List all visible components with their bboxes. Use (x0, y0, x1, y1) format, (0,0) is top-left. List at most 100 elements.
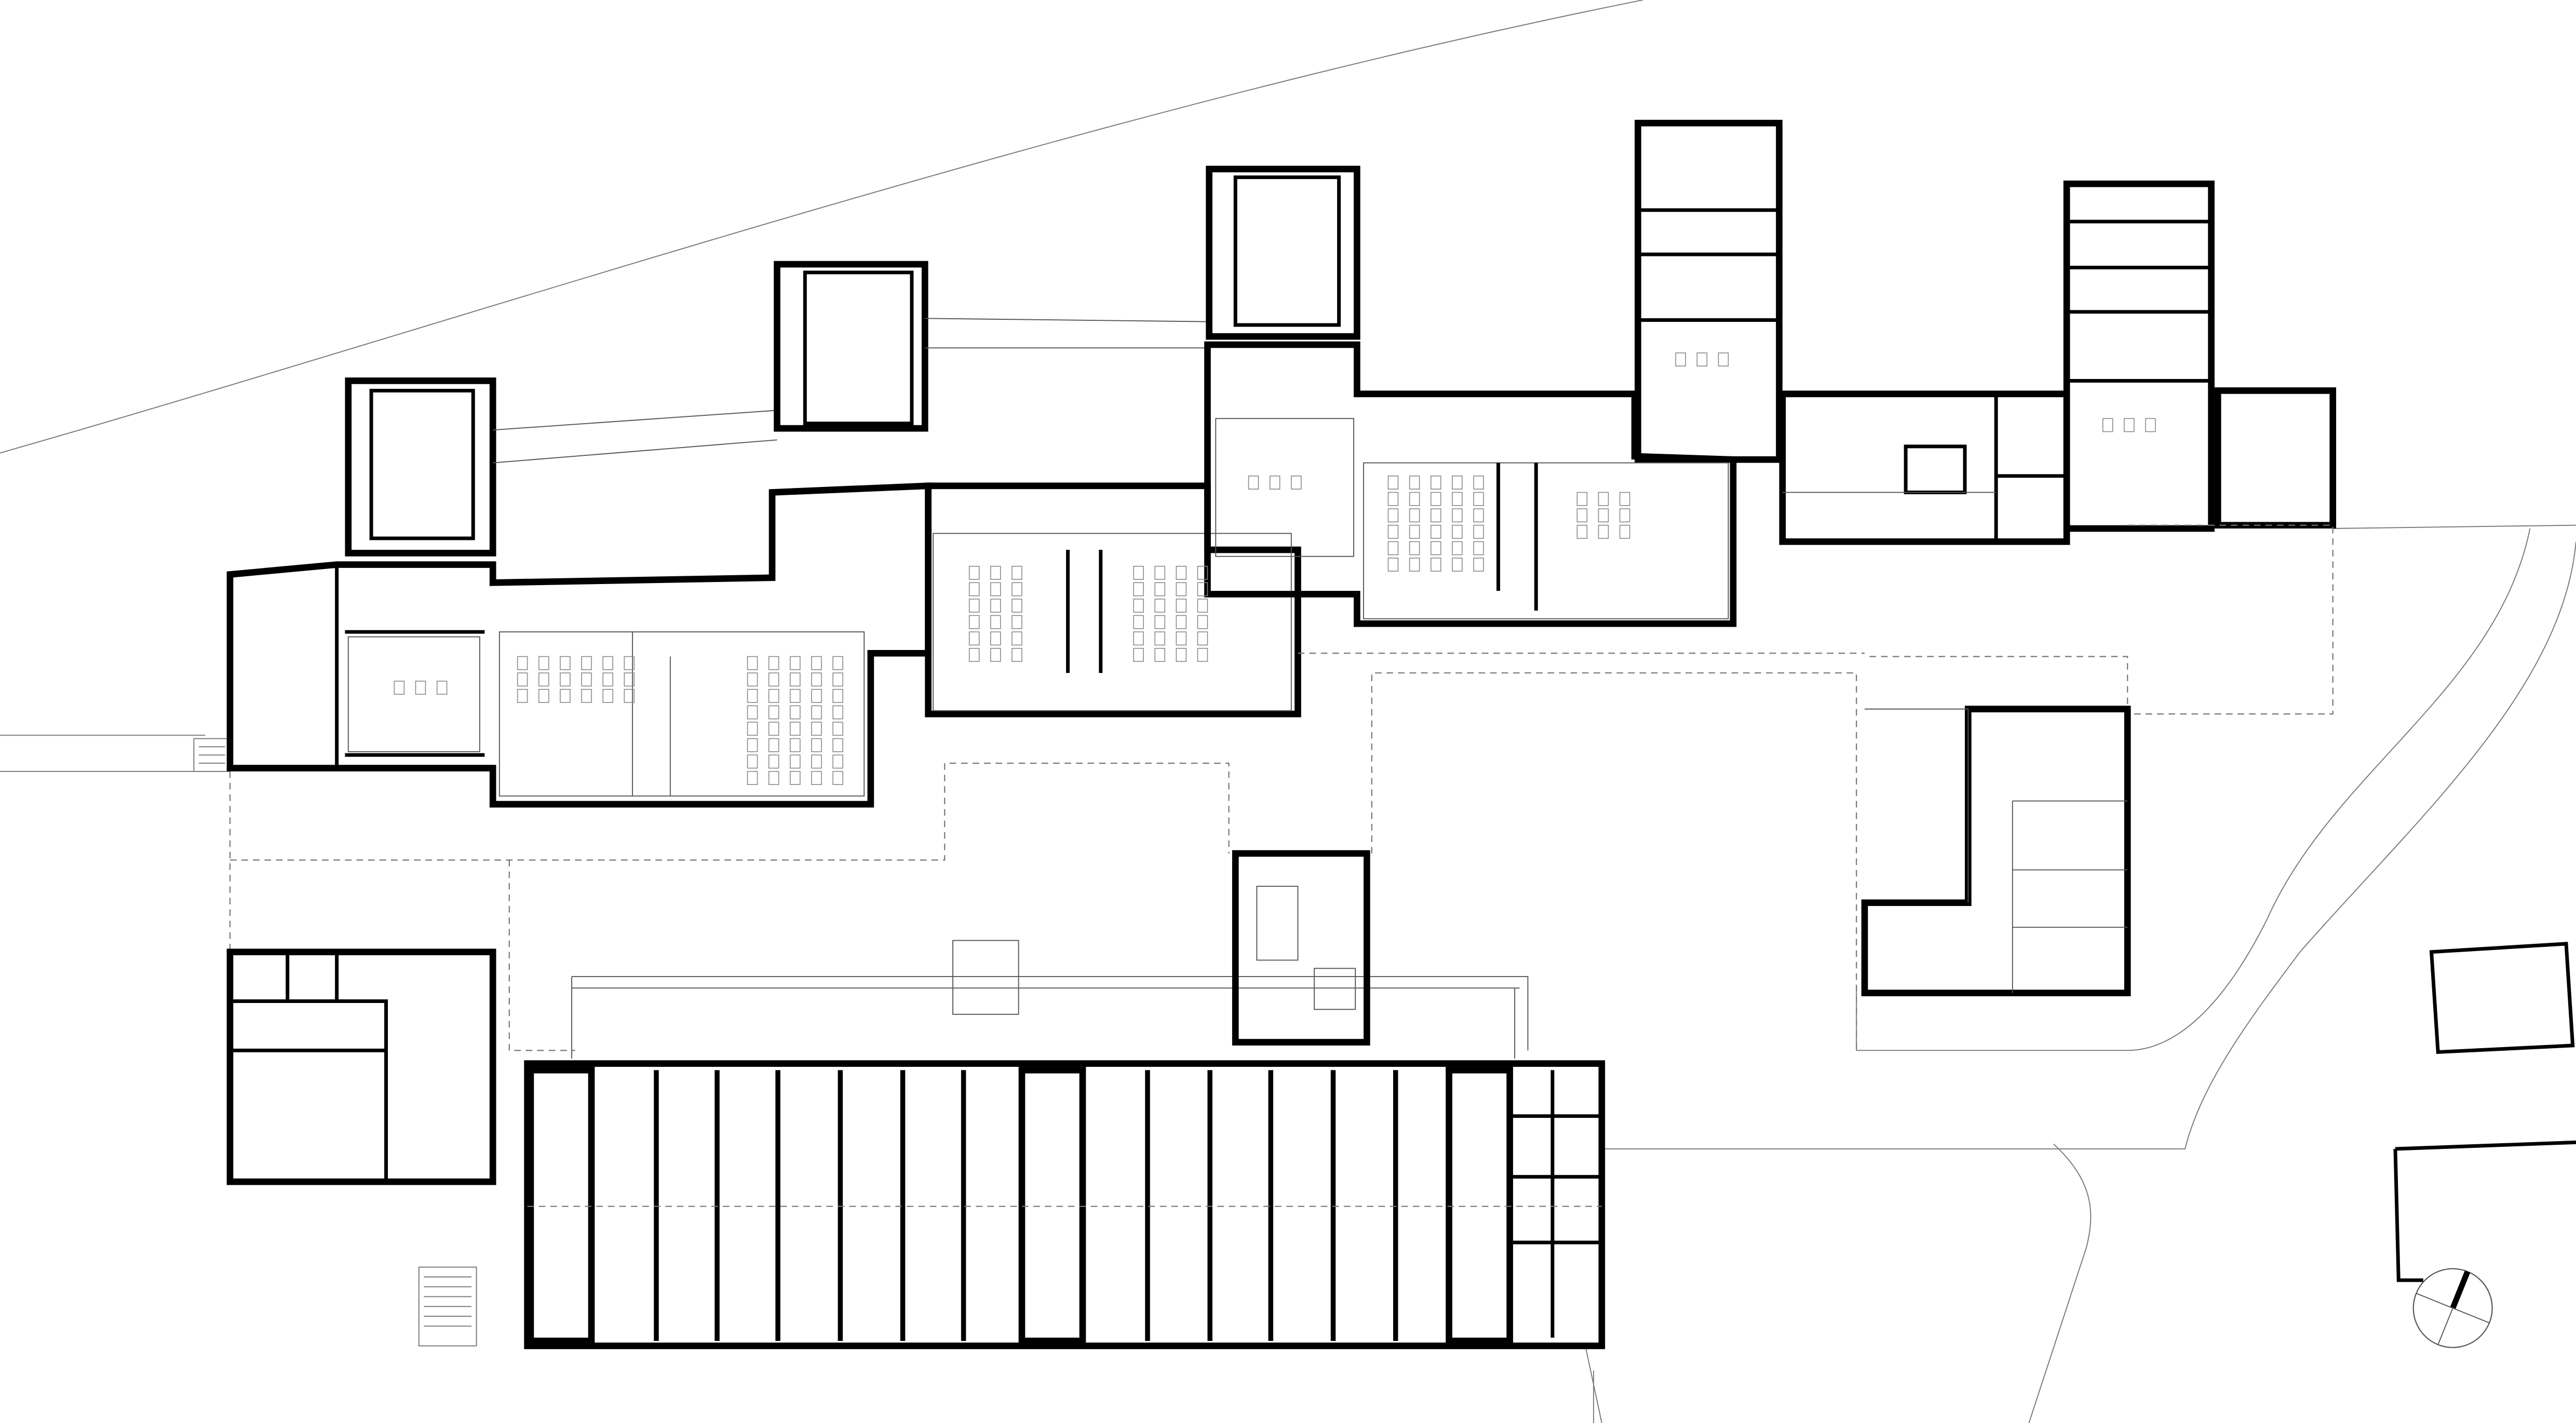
desk (1176, 647, 1187, 662)
desk (1269, 476, 1280, 490)
desk (1176, 615, 1187, 629)
desk (624, 689, 635, 703)
desk (1133, 631, 1144, 646)
desk (990, 582, 1001, 597)
exterior-stair (418, 1266, 477, 1347)
desk (832, 705, 843, 720)
block-stair (1232, 850, 1370, 1046)
desk (436, 681, 448, 695)
desk (560, 672, 571, 687)
gym-storage-east (1446, 1066, 1513, 1345)
desk (1133, 565, 1144, 580)
wing-middle (925, 482, 1301, 717)
gym-pier (838, 1070, 843, 1341)
desk (1619, 524, 1630, 539)
desk (1430, 508, 1441, 523)
gym-outline (524, 1060, 1606, 1349)
desk (832, 672, 843, 687)
desk (968, 631, 980, 646)
desk (1133, 647, 1144, 662)
desk (811, 672, 822, 687)
desk (538, 672, 549, 687)
desk (811, 722, 822, 736)
desk (1011, 582, 1022, 597)
desk (790, 722, 801, 736)
desk (990, 615, 1001, 629)
corridor-2 (925, 318, 1211, 349)
desk (1176, 582, 1187, 597)
desk (1387, 508, 1399, 523)
desk (990, 565, 1001, 580)
desk (1011, 565, 1022, 580)
desk (1473, 541, 1484, 555)
desk (1430, 476, 1441, 490)
gym-pier (961, 1070, 966, 1341)
desk (1430, 541, 1441, 555)
gym-pier (1393, 1070, 1398, 1341)
block-southwest (226, 948, 496, 1185)
desk (811, 771, 822, 785)
desk (832, 656, 843, 670)
desk (1473, 558, 1484, 572)
desk (768, 705, 779, 720)
desk (560, 689, 571, 703)
desk (1154, 631, 1165, 646)
gym-storage-center (1018, 1066, 1086, 1345)
classrooms-west (498, 631, 865, 797)
desk (832, 689, 843, 703)
desk (968, 582, 980, 597)
tower-2 (774, 261, 928, 432)
desk (1197, 582, 1208, 597)
tower-5 (2063, 180, 2215, 532)
road-curve-east (2127, 528, 2531, 1051)
gallery-stair (952, 940, 1019, 1015)
gym-pier (1207, 1070, 1212, 1341)
outbuilding-south (2393, 1140, 2576, 1282)
desk (581, 672, 592, 687)
desk (1619, 492, 1630, 506)
desk (1291, 476, 1302, 490)
courtyard (229, 524, 2334, 1059)
gym-storage-west (527, 1066, 595, 1345)
desk (1387, 476, 1399, 490)
desk (790, 672, 801, 687)
desk (1011, 631, 1022, 646)
desk (1598, 524, 1609, 539)
block-southwest-partitions (230, 952, 388, 1182)
desk (747, 672, 758, 687)
desk (1409, 541, 1420, 555)
desk (1387, 524, 1399, 539)
desk (1154, 565, 1165, 580)
desk (1452, 476, 1463, 490)
desk (811, 738, 822, 752)
desk (832, 722, 843, 736)
desk (1197, 615, 1208, 629)
entry-steps (193, 738, 231, 772)
desk (1154, 647, 1165, 662)
block-east (1861, 706, 2131, 997)
desk (538, 689, 549, 703)
desk (1176, 565, 1187, 580)
desk (1011, 647, 1022, 662)
gym-pier (1268, 1070, 1274, 1341)
desk (747, 656, 758, 670)
desk (832, 754, 843, 769)
gym-pier (714, 1070, 720, 1341)
desk (1430, 558, 1441, 572)
desk (517, 689, 528, 703)
tower-3-void (1233, 175, 1341, 327)
desk (1387, 492, 1399, 506)
desk (1133, 582, 1144, 597)
desk (768, 754, 779, 769)
desk (968, 615, 980, 629)
desk (811, 705, 822, 720)
desk (560, 656, 571, 670)
desk (790, 771, 801, 785)
desk (1409, 558, 1420, 572)
tower-4-partitions (1638, 208, 1779, 322)
desk (602, 689, 613, 703)
lab-east (1215, 418, 1355, 557)
desk (1197, 647, 1208, 662)
north-arrow-icon (2412, 1268, 2493, 1348)
south-blocks (226, 706, 2131, 1185)
